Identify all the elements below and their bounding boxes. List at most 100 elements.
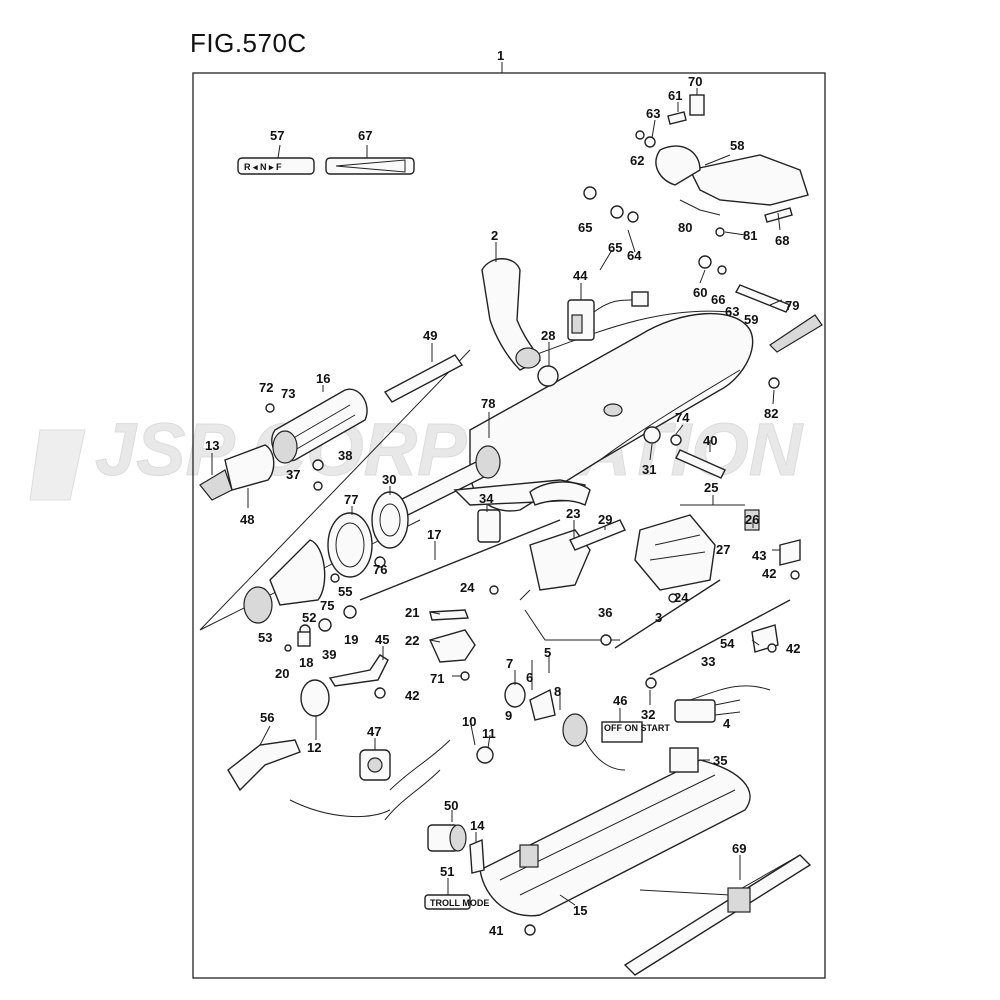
stop-switch-text: OFF ON START: [604, 723, 670, 733]
part-label: 19: [344, 632, 358, 647]
part-label: 73: [281, 386, 295, 401]
part-label: 5: [544, 645, 551, 660]
part-label: 79: [785, 298, 799, 313]
assembly-frame: [192, 72, 826, 979]
part-label: 24: [674, 590, 689, 605]
part-label: 54: [720, 636, 735, 651]
part-label: 81: [743, 228, 757, 243]
part-label: 46: [613, 693, 627, 708]
part-label: 40: [703, 433, 717, 448]
part-label: 9: [505, 708, 512, 723]
part-label: 29: [598, 512, 612, 527]
part-label: 65: [608, 240, 622, 255]
part-label: 65: [578, 220, 592, 235]
part-label: 45: [375, 632, 389, 647]
part-label: 4: [723, 716, 731, 731]
part-label: 68: [775, 233, 789, 248]
part-label: 20: [275, 666, 289, 681]
part-label: 47: [367, 724, 381, 739]
part-label: 41: [489, 923, 503, 938]
control-block: [634, 509, 801, 591]
part-label: 63: [646, 106, 660, 121]
throttle-bracket: [519, 519, 626, 641]
part-label: 76: [373, 562, 387, 577]
part-label: 82: [764, 406, 778, 421]
part-label: 67: [358, 128, 372, 143]
base-plate: [479, 759, 751, 917]
part-label: 2: [491, 228, 498, 243]
part-label: 28: [541, 328, 555, 343]
part-label: 33: [701, 654, 715, 669]
part-label: 71: [430, 671, 444, 686]
grip-sleeve: [271, 388, 368, 464]
part-label: 23: [566, 506, 580, 521]
part-label: 26: [745, 512, 759, 527]
part-label: 66: [711, 292, 725, 307]
part-label: 62: [630, 153, 644, 168]
figure-title: FIG.570C: [190, 28, 307, 58]
part-label: 18: [299, 655, 313, 670]
part-label: 74: [675, 410, 690, 425]
part-label: 14: [470, 818, 485, 833]
wedge-decal: [325, 157, 415, 175]
switch-module: [567, 291, 649, 341]
part-label: 63: [725, 304, 739, 319]
rod-bracket: [477, 509, 501, 543]
part-label: 16: [316, 371, 330, 386]
part-label: 24: [460, 580, 475, 595]
part-label: 36: [598, 605, 612, 620]
remote-link-arm: [623, 854, 812, 976]
part-label: 12: [307, 740, 321, 755]
part-label: 42: [786, 641, 800, 656]
part-label: 27: [716, 542, 730, 557]
part-label: 56: [260, 710, 274, 725]
part-label: 75: [320, 598, 334, 613]
stop-switch: [359, 749, 391, 781]
part-label: 6: [526, 670, 533, 685]
motor-unit: [427, 824, 467, 852]
plate-35: [669, 747, 699, 773]
throttle-shaft: [399, 445, 591, 516]
part-label: 49: [423, 328, 437, 343]
part-label: 7: [506, 656, 513, 671]
part-label: 3: [655, 610, 662, 625]
bezel-rings: [327, 491, 409, 578]
part-label: 57: [270, 128, 284, 143]
part-label: 78: [481, 396, 495, 411]
link-bracket: [227, 739, 301, 792]
shift-decal-text: R ◂ N ▸ F: [244, 162, 282, 172]
part-label: 32: [641, 707, 655, 722]
part-label: 39: [322, 647, 336, 662]
part-label: 42: [762, 566, 776, 581]
troll-mode-text: TROLL MODE: [430, 898, 489, 908]
part-label: 17: [427, 527, 441, 542]
part-label: 42: [405, 688, 419, 703]
part-label: 13: [205, 438, 219, 453]
top-bracket: [655, 145, 809, 206]
fasteners: [265, 130, 800, 936]
part-label: 53: [258, 630, 272, 645]
part-label: 60: [693, 285, 707, 300]
part-label: 44: [573, 268, 588, 283]
part-label: 48: [240, 512, 254, 527]
part-labels: 57 67 70 61 63 62 58 65 65 64 80 81 68 2…: [205, 74, 800, 938]
assembly-number: 1: [497, 48, 504, 63]
lanyard-cord: [289, 739, 494, 821]
end-knob: [199, 444, 275, 501]
part-label: 52: [302, 610, 316, 625]
part-label: 8: [554, 684, 561, 699]
part-label: 64: [627, 248, 642, 263]
part-label: 70: [688, 74, 702, 89]
part-label: 30: [382, 472, 396, 487]
part-label: 55: [338, 584, 352, 599]
part-label: 59: [744, 312, 758, 327]
part-label: 43: [752, 548, 766, 563]
handle-grip: [481, 258, 559, 387]
part-label: 22: [405, 633, 419, 648]
stop-switch-panel: OFF ON START: [601, 721, 670, 743]
part-label: 11: [482, 726, 496, 741]
part-label: 15: [573, 903, 587, 918]
leader-lines: [211, 88, 783, 906]
part-label: 72: [259, 380, 273, 395]
